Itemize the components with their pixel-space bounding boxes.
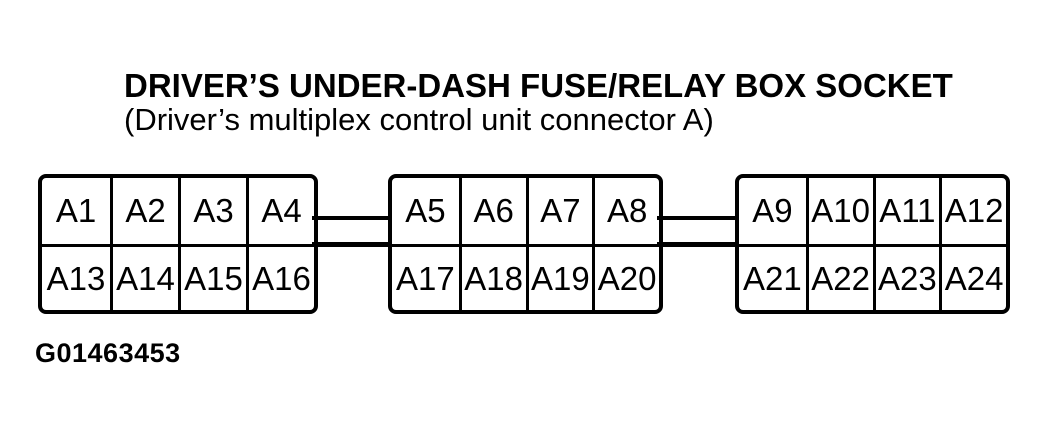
pin-a15: A15 [178, 244, 246, 310]
pin-a14: A14 [110, 244, 178, 310]
pin-a13: A13 [42, 244, 110, 310]
pin-a2: A2 [110, 178, 178, 244]
figure-id: G01463453 [35, 338, 181, 368]
pin-a17: A17 [392, 244, 459, 310]
pin-a19: A19 [525, 244, 593, 310]
connector-block-1: A1 A2 A3 A4 A13 A14 A15 A16 [38, 174, 318, 314]
pin-a20: A20 [592, 244, 659, 310]
title-block: DRIVER’S UNDER-DASH FUSE/RELAY BOX SOCKE… [124, 68, 953, 136]
pin-a4: A4 [246, 178, 314, 244]
pin-a3: A3 [178, 178, 246, 244]
pin-a11: A11 [872, 178, 940, 244]
connector-block-2: A5 A6 A7 A8 A17 A18 A19 A20 [388, 174, 663, 314]
pin-a24: A24 [939, 244, 1006, 310]
pin-a9: A9 [752, 192, 793, 229]
pin-a6: A6 [458, 178, 526, 244]
pin-a8: A8 [592, 178, 659, 244]
pin-a16: A16 [246, 244, 314, 310]
diagram-title: DRIVER’S UNDER-DASH FUSE/RELAY BOX SOCKE… [124, 67, 953, 104]
bridge-line-upper-2 [657, 216, 739, 220]
pin-a23: A23 [872, 244, 940, 310]
bridge-line-upper-1 [312, 216, 392, 220]
pin-a1: A1 [55, 192, 97, 229]
pin-a12: A12 [939, 178, 1006, 244]
diagram-subtitle: (Driver’s multiplex control unit connect… [124, 102, 714, 137]
bridge-line-lower-1 [312, 242, 392, 247]
pin-a7: A7 [525, 178, 593, 244]
connector-block-3: A9 A10 A11 A12 A21 A22 A23 A24 [735, 174, 1010, 314]
pin-a21: A21 [739, 244, 806, 310]
pin-a22: A22 [805, 244, 873, 310]
pin-a10: A10 [805, 178, 873, 244]
bridge-line-lower-2 [657, 242, 739, 247]
pin-a5: A5 [405, 192, 446, 229]
pin-a18: A18 [458, 244, 526, 310]
